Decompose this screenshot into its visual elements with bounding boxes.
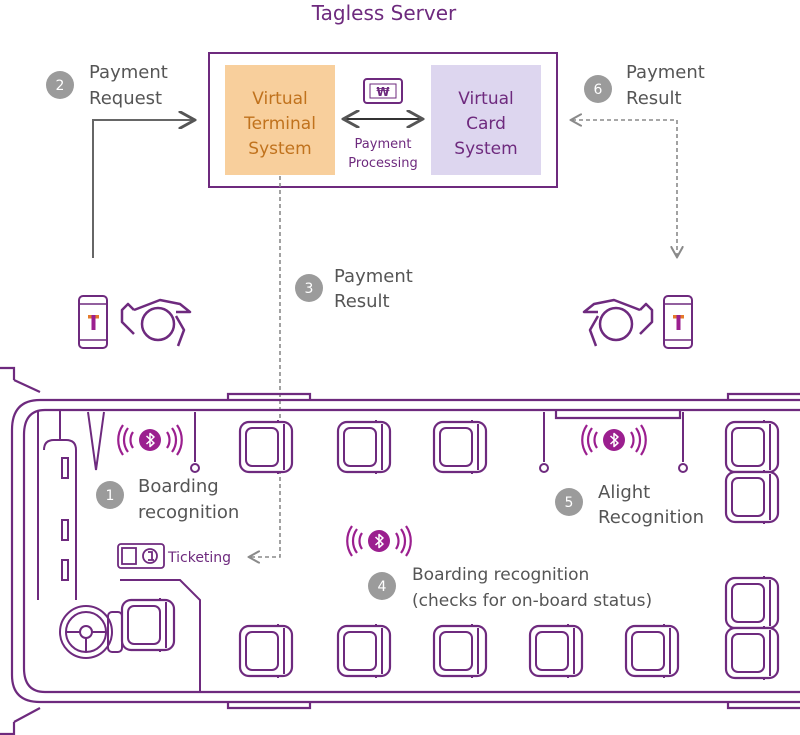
step-3-badge xyxy=(295,274,323,302)
step-3-line-2: Result xyxy=(334,291,390,312)
steering-wheel-icon xyxy=(59,605,123,659)
ticketing-label: Ticketing xyxy=(167,550,231,566)
payment-request-arrow xyxy=(92,120,193,258)
seat-row-bottom xyxy=(238,622,680,680)
step-5-line-1: Alight xyxy=(598,482,650,503)
step-5-line-2: Recognition xyxy=(598,507,704,528)
step-2-badge xyxy=(46,71,74,99)
passenger-icon xyxy=(120,298,192,347)
seat-icon xyxy=(120,596,176,654)
seat-icon xyxy=(724,624,780,682)
step-5-badge xyxy=(555,488,583,516)
payment-result-right-arrow xyxy=(572,120,677,256)
processing-line-1: Payment xyxy=(355,137,412,152)
seat-icon xyxy=(724,468,780,526)
step-4-line-2: (checks for on-board status) xyxy=(412,591,652,611)
seat-icon xyxy=(724,574,780,632)
step-6-number: 6 xyxy=(594,82,603,98)
virtual-terminal-box xyxy=(225,65,335,175)
seat-icon xyxy=(336,622,392,680)
seat-icon xyxy=(528,622,584,680)
card-line-2: Card xyxy=(466,114,506,134)
bluetooth-icon xyxy=(346,524,412,558)
phone-icon xyxy=(663,295,693,349)
seat-icon xyxy=(624,622,680,680)
step-3-number: 3 xyxy=(305,281,314,297)
terminal-line-3: System xyxy=(248,139,311,159)
card-line-3: System xyxy=(454,139,517,159)
ticket-machine-icon xyxy=(117,543,165,569)
step-2-number: 2 xyxy=(56,78,65,94)
step-2-line-1: Payment xyxy=(89,62,168,83)
terminal-line-1: Virtual xyxy=(252,89,308,109)
seat-row-top xyxy=(238,418,488,476)
won-bill-icon: ₩ xyxy=(363,78,403,104)
seat-icon xyxy=(238,418,294,476)
seat-icon xyxy=(336,418,392,476)
step-4-number: 4 xyxy=(378,579,387,595)
step-5-number: 5 xyxy=(565,495,574,511)
processing-line-2: Processing xyxy=(348,156,417,171)
card-line-1: Virtual xyxy=(458,89,514,109)
title: Tagless Server xyxy=(311,1,457,25)
step-6-line-2: Result xyxy=(626,88,682,109)
bus-body xyxy=(0,366,800,735)
payment-result-middle-arrow xyxy=(250,176,281,557)
terminal-line-2: Terminal xyxy=(243,114,316,134)
bus-front-panel xyxy=(37,410,688,692)
step-3-line-1: Payment xyxy=(334,266,413,287)
step-4-badge xyxy=(368,572,396,600)
seat-icon xyxy=(432,622,488,680)
phone-icon: T xyxy=(78,295,108,349)
seat-icon xyxy=(724,418,780,476)
bluetooth-icon xyxy=(117,423,183,457)
step-6-line-1: Payment xyxy=(626,62,705,83)
seat-icon xyxy=(432,418,488,476)
step-1-number: 1 xyxy=(106,488,115,504)
step-1-line-2: recognition xyxy=(138,502,239,523)
won-symbol: ₩ xyxy=(376,85,390,99)
bluetooth-icon xyxy=(581,423,647,457)
step-1-line-1: Boarding xyxy=(138,476,219,497)
seat-icon xyxy=(238,622,294,680)
step-2-line-2: Request xyxy=(89,88,162,109)
step-6-badge xyxy=(584,75,612,103)
step-1-badge xyxy=(96,481,124,509)
seat-column-rear xyxy=(724,418,780,682)
virtual-card-box xyxy=(431,65,541,175)
step-4-line-1: Boarding recognition xyxy=(412,565,589,585)
passenger-icon xyxy=(582,298,654,347)
